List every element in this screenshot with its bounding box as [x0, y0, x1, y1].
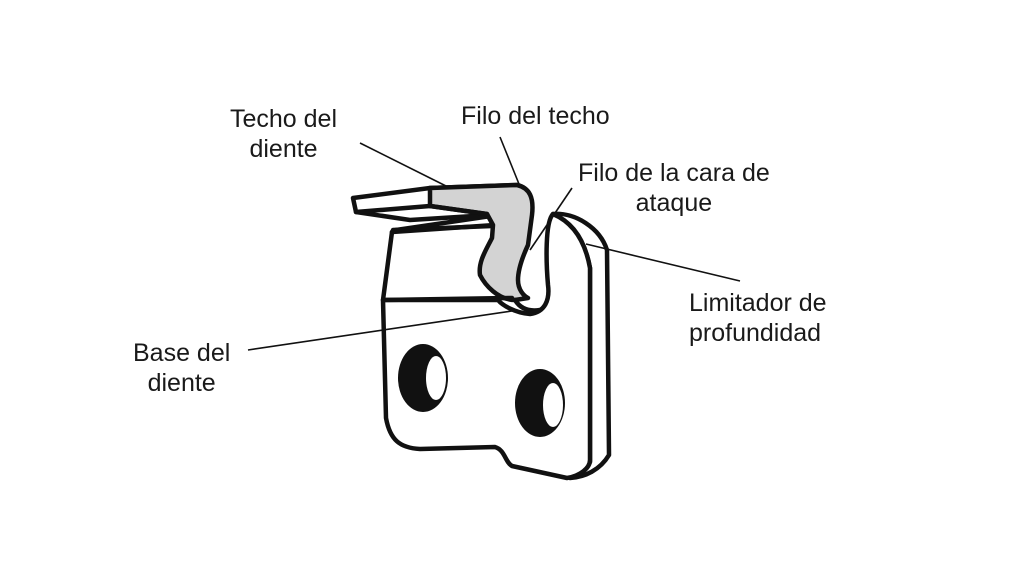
label-limitador-profundidad: Limitador de profundidad [689, 288, 827, 348]
label-line: Limitador de [689, 289, 827, 317]
label-line: Base del [133, 339, 231, 367]
leader-filo-techo [499, 136, 520, 185]
label-filo-cara-ataque: Filo de la cara de ataque [578, 158, 770, 218]
label-line: diente [147, 369, 216, 397]
label-line: diente [249, 135, 318, 163]
label-filo-del-techo: Filo del techo [461, 101, 610, 131]
label-line: Filo de la cara de [578, 159, 770, 187]
label-techo-del-diente: Techo del diente [230, 104, 337, 164]
label-line: Filo del techo [461, 102, 610, 130]
label-base-del-diente: Base del diente [133, 338, 230, 398]
leader-techo [359, 142, 447, 187]
label-line: Techo del [230, 105, 338, 133]
label-line: ataque [635, 189, 713, 217]
top-plate-highlight [427, 182, 535, 303]
leader-base [247, 310, 513, 351]
leader-limitador [585, 243, 741, 282]
label-line: profundidad [689, 319, 822, 347]
leader-filo-cara [529, 187, 573, 251]
